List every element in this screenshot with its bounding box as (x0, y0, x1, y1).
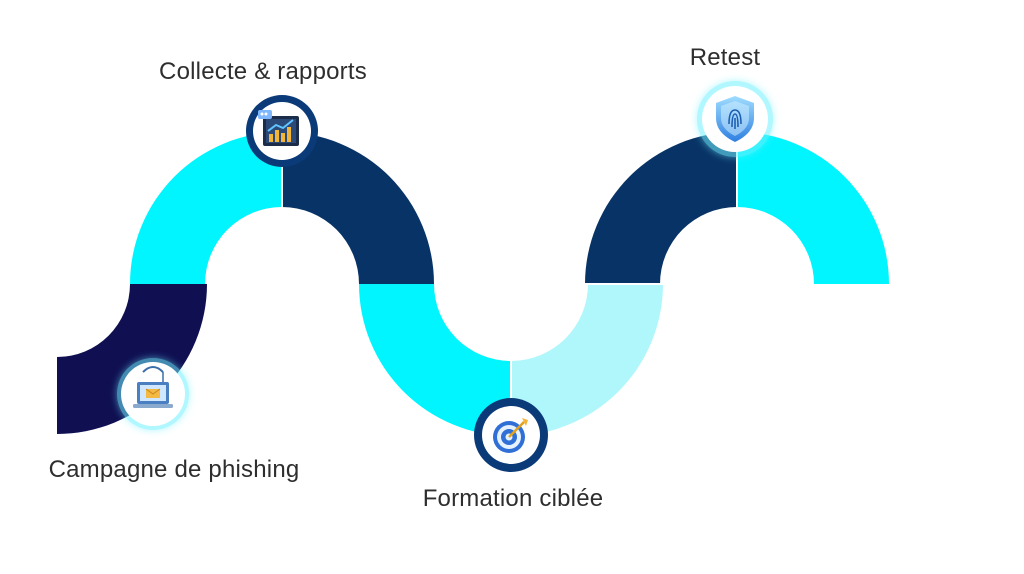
target-icon (493, 418, 528, 453)
wave-segment-cyan-3 (737, 132, 889, 284)
step-1-badge (117, 358, 189, 430)
step-1-label: Campagne de phishing (48, 456, 300, 483)
wave-segment-lightcyan (511, 284, 663, 436)
wave-segment-navy (57, 284, 207, 434)
step-2-label: Collecte & rapports (159, 58, 367, 85)
step-3-label: Formation ciblée (422, 485, 604, 512)
step-4-label: Retest (689, 44, 761, 71)
phishing-laptop-icon (133, 366, 173, 408)
report-chart-icon (258, 110, 299, 146)
step-3-badge (474, 398, 548, 472)
wave-segment-cyan-2 (359, 284, 511, 436)
step-2-badge (246, 95, 318, 167)
wave-segment-darkblue-1 (282, 132, 434, 284)
shield-fingerprint-icon (716, 96, 754, 142)
step-4-badge (697, 81, 773, 157)
wave-segment-darkblue-2 (585, 132, 737, 284)
wave-segment-cyan-1 (130, 132, 282, 284)
